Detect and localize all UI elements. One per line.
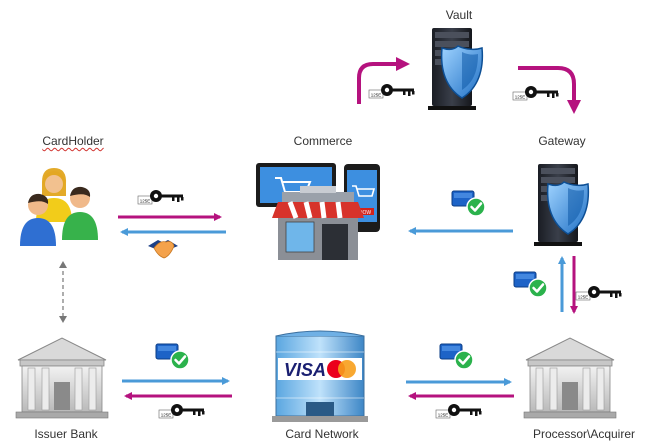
key-icon <box>435 403 482 419</box>
processor-acquirer-label: Processor\Acquirer <box>532 427 636 441</box>
gateway-server-icon <box>533 163 590 247</box>
commerce-label: Commerce <box>293 134 353 148</box>
cardholder-label: CardHolder <box>42 134 104 148</box>
svg-text:NOW: NOW <box>359 210 372 216</box>
svg-text:VISA: VISA <box>284 360 326 380</box>
key-icon <box>368 83 415 99</box>
card-check-icon <box>450 189 487 218</box>
cardholder-people-icon <box>20 168 98 246</box>
arrow-vault-to-gateway <box>518 66 581 114</box>
issuer-bank-label: Issuer Bank <box>34 427 98 441</box>
vault-server-icon <box>427 27 484 111</box>
card-network-icon: VISA <box>272 330 368 422</box>
key-icon <box>137 189 184 205</box>
processor-bank-icon <box>523 337 617 419</box>
gateway-label: Gateway <box>538 134 586 148</box>
key-icon <box>158 403 205 419</box>
vault-label: Vault <box>445 8 473 22</box>
card-check-icon <box>512 270 549 299</box>
card-check-icon <box>154 342 191 371</box>
commerce-store-icon: NOW <box>256 163 380 260</box>
handshake-icon <box>148 240 178 259</box>
key-icon <box>575 285 622 301</box>
card-check-icon <box>438 342 475 371</box>
arrow-commerce-to-vault <box>357 57 410 104</box>
issuer-bank-icon <box>15 337 109 419</box>
card-network-label: Card Network <box>285 427 359 441</box>
key-icon <box>512 85 559 101</box>
